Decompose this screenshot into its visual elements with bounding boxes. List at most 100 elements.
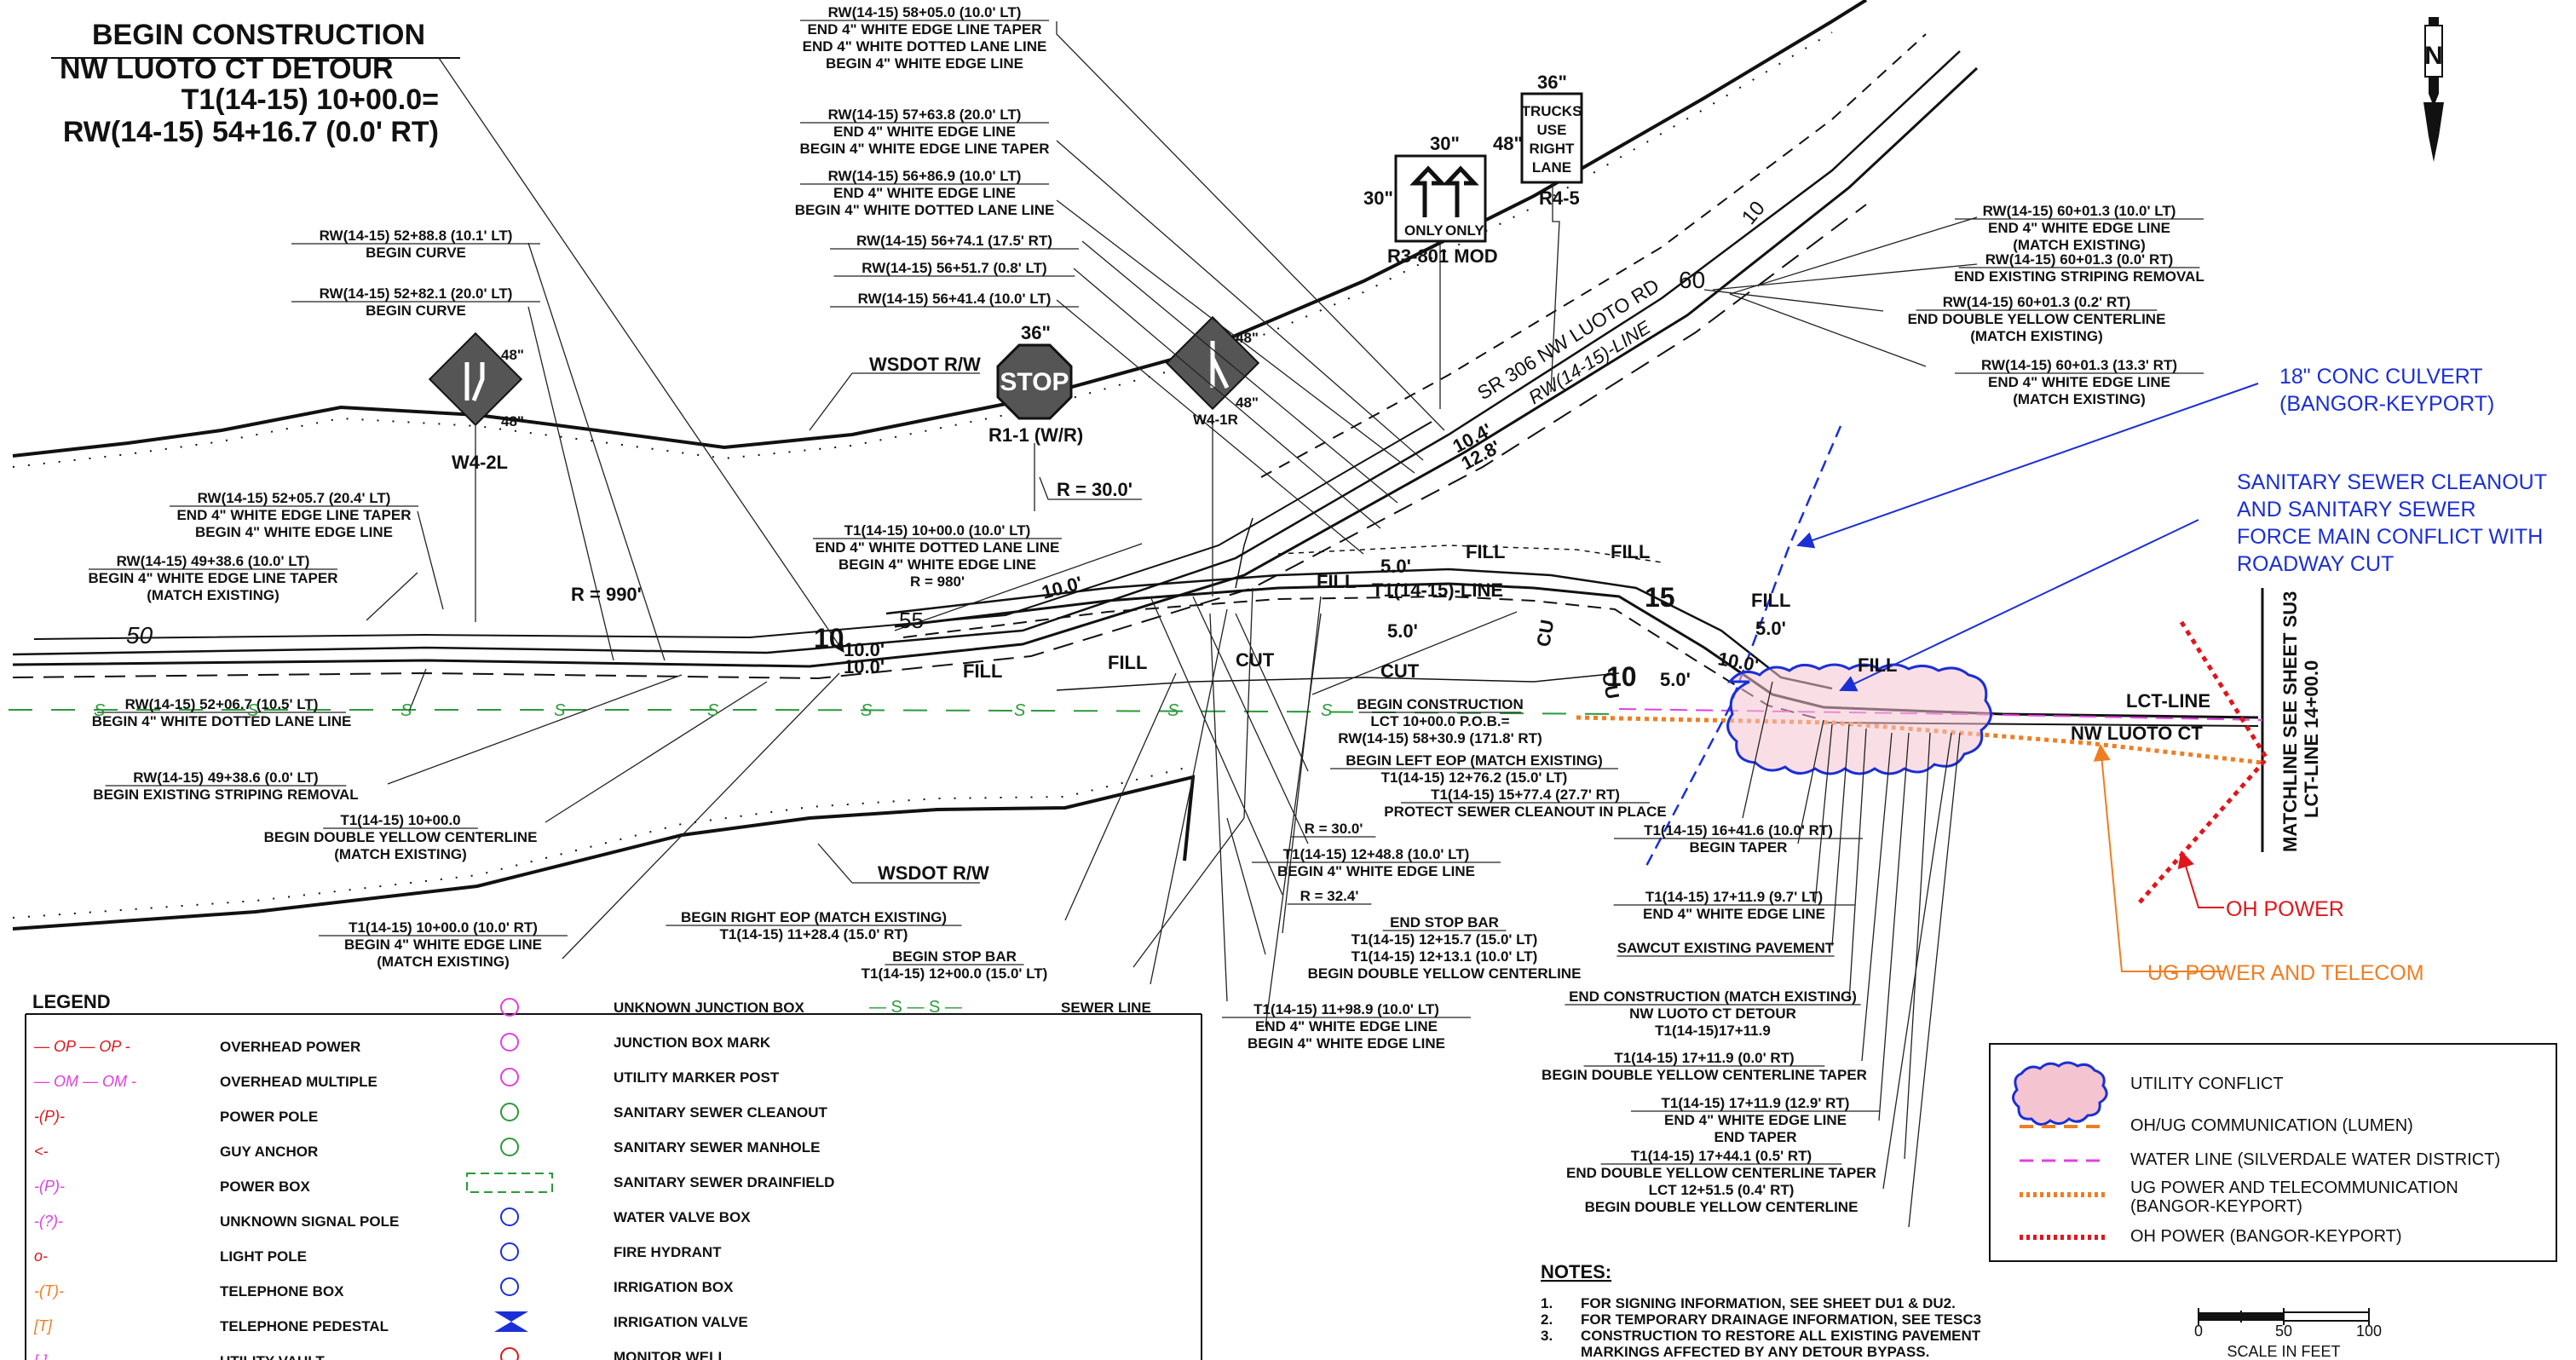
callout-b7-line-1: BEGIN DOUBLE YELLOW CENTERLINE [264, 829, 538, 845]
callout-b8: T1(14-15) 10+00.0 (10.0' RT)BEGIN 4" WHI… [319, 919, 568, 970]
sign-posts [475, 182, 1560, 622]
callout-d13-line-1: BEGIN DOUBLE YELLOW CENTERLINE TAPER [1542, 1067, 1867, 1083]
note-number: 2. [1541, 1311, 1553, 1328]
north-label: N [2424, 42, 2443, 70]
scale-50: 50 [2275, 1323, 2292, 1340]
utility-legend-label: UTILITY CONFLICT [2130, 1075, 2284, 1093]
lct-line-label: LCT-LINE [2126, 690, 2210, 712]
legend-item: IRRIGATION BOX [500, 1277, 734, 1296]
w41r-size-top: 48" [1236, 330, 1259, 346]
legend-item: SANITARY SEWER CLEANOUT [500, 1103, 828, 1121]
callout-d11: END CONSTRUCTION (MATCH EXISTING)NW LUOT… [1565, 988, 1861, 1039]
callout-d9-line-2: T1(14-15) 12+13.1 (10.0' LT) [1351, 948, 1538, 965]
callout-d6-line-1: BEGIN 4" WHITE EDGE LINE [1277, 863, 1475, 879]
callout-d3: T1(14-15) 15+77.4 (27.7' RT)PROTECT SEWE… [1384, 787, 1667, 820]
callout-d2-line-1: T1(14-15) 12+76.2 (15.0' LT) [1381, 769, 1568, 786]
fill-4: FILL [1466, 541, 1505, 562]
utility-notes: 18" CONC CULVERT (BANGOR-KEYPORT) SANITA… [2147, 365, 2547, 985]
legend-label: POWER BOX [220, 1178, 310, 1195]
r3801-only-1: ONLY [1404, 222, 1444, 239]
r3801-size-side: 30" [1363, 187, 1393, 209]
callout-e2-line-1: END EXISTING STRIPING REMOVAL [1954, 268, 2204, 285]
callout-b5-line-1: BEGIN 4" WHITE DOTTED LANE LINE [92, 713, 352, 729]
callout-d9-line-3: BEGIN DOUBLE YELLOW CENTERLINE [1308, 965, 1582, 982]
callout-d14: T1(14-15) 17+11.9 (12.9' RT)END 4" WHITE… [1631, 1095, 1880, 1145]
utility-conflict-cloud [1726, 663, 1992, 775]
callout-b1: RW(14-15) 52+88.8 (10.1' LT)BEGIN CURVE [291, 228, 540, 261]
stop-code: R1-1 (W/R) [988, 424, 1083, 446]
sewer-s-mark: S [554, 701, 566, 720]
callout-d4: T1(14-15) 16+41.6 (10.0' RT)BEGIN TAPER [1614, 822, 1863, 856]
fill-1: FILL [963, 660, 1002, 682]
w41r-code: W4-1R [1193, 412, 1238, 428]
sewer-note-2: AND SANITARY SEWER [2237, 498, 2476, 522]
callout-a3-line-2: BEGIN 4" WHITE DOTTED LANE LINE [795, 202, 1055, 218]
legend-label: MONITOR WELL [614, 1349, 727, 1360]
legend-sewer-label: SEWER LINE [1061, 1000, 1151, 1016]
legend-symbol: -(P)- [34, 1178, 65, 1195]
callout-b3-line-2: BEGIN 4" WHITE EDGE LINE [195, 524, 393, 540]
scale-0: 0 [2194, 1323, 2203, 1340]
sign-r3-801 [1394, 154, 1487, 243]
callout-b6-line-0: RW(14-15) 49+38.6 (0.0' LT) [133, 769, 318, 786]
dim-10-c: 10.0' [1040, 572, 1085, 603]
legend-symbol: — OM — OM - [33, 1073, 136, 1090]
legend-item: FIRE HYDRANT [500, 1242, 722, 1261]
callout-a3: RW(14-15) 56+86.9 (10.0' LT)END 4" WHITE… [795, 168, 1055, 218]
legend-symbol: — OP — OP - [33, 1038, 130, 1055]
callout-e3-line-1: END DOUBLE YELLOW CENTERLINE [1908, 311, 2166, 327]
legend: LEGEND — OP — OP - OVERHEAD POWER — OM — O… [25, 991, 1202, 1360]
callout-d3-line-0: T1(14-15) 15+77.4 (27.7' RT) [1431, 787, 1620, 803]
callout-a1-line-2: END 4" WHITE DOTTED LANE LINE [803, 38, 1047, 55]
callout-c2-line-0: BEGIN RIGHT EOP (MATCH EXISTING) [681, 909, 947, 925]
fill-5: FILL [1611, 541, 1650, 562]
callout-d5: R = 30.0' [1291, 821, 1376, 838]
callout-b7-line-2: (MATCH EXISTING) [334, 846, 467, 862]
r3801-size-top: 30" [1430, 133, 1460, 154]
note-text: CONSTRUCTION TO RESTORE ALL EXISTING PAV… [1581, 1328, 1981, 1344]
radius-990: R = 990' [571, 584, 642, 605]
legend-item: -(?)-UNKNOWN SIGNAL POLE [34, 1213, 399, 1230]
callout-a1-line-0: RW(14-15) 58+05.0 (10.0' LT) [828, 4, 1022, 20]
legend-label: GUY ANCHOR [220, 1144, 318, 1160]
sewer-s-mark: S [707, 701, 719, 720]
wsdot-rw-north: WSDOT R/W [869, 354, 981, 375]
callout-b8-line-2: (MATCH EXISTING) [377, 954, 510, 970]
title-line-1: BEGIN CONSTRUCTION [92, 19, 425, 51]
station-50: 50 [126, 622, 153, 648]
utility-legend-label: UG POWER AND TELECOMMUNICATION [2130, 1178, 2458, 1197]
callout-d12-line-0: T1(14-15) 11+98.9 (10.0' LT) [1253, 1001, 1439, 1017]
callout-d12-line-1: END 4" WHITE EDGE LINE [1255, 1018, 1438, 1034]
legend-item: IRRIGATION VALVE [494, 1311, 748, 1332]
legend-title: LEGEND [32, 991, 111, 1012]
r45-line-2: USE [1537, 122, 1567, 138]
callout-a6-line-0: RW(14-15) 56+41.4 (10.0' LT) [858, 291, 1052, 307]
legend-label: OVERHEAD POWER [220, 1039, 360, 1055]
callout-b3-line-0: RW(14-15) 52+05.7 (20.4' LT) [198, 490, 391, 506]
utility-legend-items: UTILITY CONFLICT OH/UG COMMUNICATION (LUM… [2130, 1075, 2500, 1246]
culvert-note-2: (BANGOR-KEYPORT) [2279, 392, 2494, 416]
r45-code: R4-5 [1539, 187, 1580, 209]
legend-label: UNKNOWN SIGNAL POLE [220, 1213, 399, 1230]
utility-legend-label: OH/UG COMMUNICATION (LUMEN) [2130, 1116, 2413, 1135]
note-text: FOR TEMPORARY DRAINAGE INFORMATION, SEE … [1581, 1311, 1981, 1328]
callout-d12-line-2: BEGIN 4" WHITE EDGE LINE [1248, 1035, 1445, 1052]
legend-label: SANITARY SEWER CLEANOUT [614, 1104, 828, 1121]
callout-d15-line-1: END DOUBLE YELLOW CENTERLINE TAPER [1566, 1165, 1876, 1181]
utility-legend: UTILITY CONFLICT OH/UG COMMUNICATION (LUM… [1989, 1043, 2557, 1262]
callout-c1-line-0: T1(14-15) 10+00.0 (10.0' LT) [844, 522, 1031, 539]
sewer-s-mark: S [1321, 701, 1333, 720]
legend-label: JUNCTION BOX MARK [614, 1034, 771, 1051]
station-callouts: RW(14-15) 58+05.0 (10.0' LT) END 4" WHITE… [89, 4, 2204, 1215]
callout-d1-line-2: RW(14-15) 58+30.9 (171.8' RT) [1338, 730, 1542, 746]
callout-c2-line-1: T1(14-15) 11+28.4 (15.0' RT) [720, 926, 908, 942]
callout-a3-line-0: RW(14-15) 56+86.9 (10.0' LT) [828, 168, 1022, 184]
dim-5-d: 5.0' [1755, 618, 1786, 639]
legend-label: WATER VALVE BOX [614, 1209, 751, 1225]
scale-100: 100 [2356, 1323, 2382, 1340]
sewer-note-4: ROADWAY CUT [2237, 552, 2394, 576]
callout-a2-line-1: END 4" WHITE EDGE LINE [833, 124, 1016, 140]
